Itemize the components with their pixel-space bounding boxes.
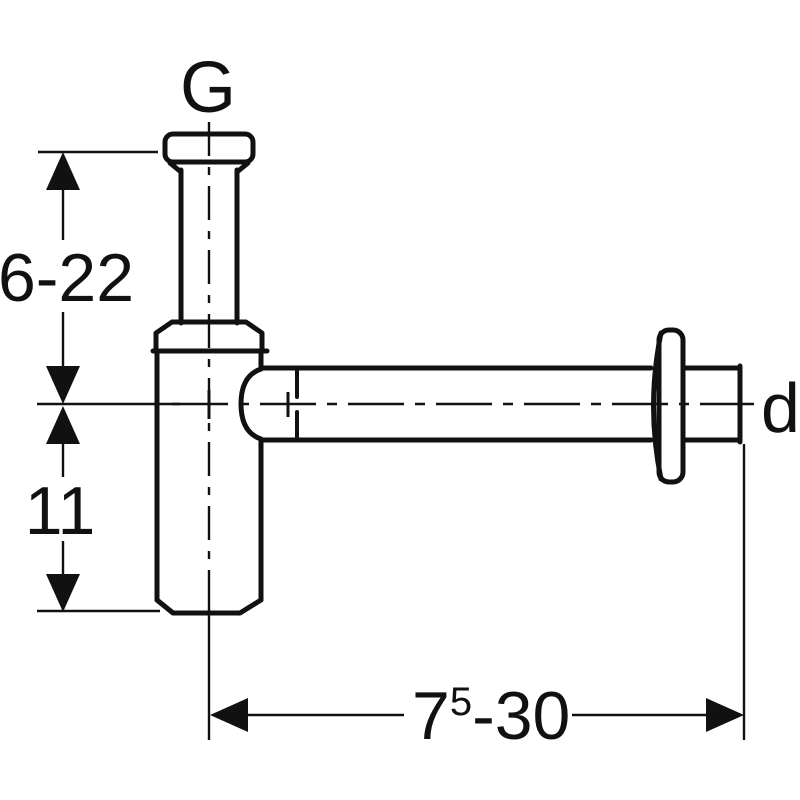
dimension-label-top-height: 6-22 xyxy=(0,240,134,316)
arrow-left-icon xyxy=(210,698,248,732)
arrow-up-icon xyxy=(46,406,80,444)
extension-lines xyxy=(37,150,746,740)
dimension-label-superscript: 5 xyxy=(450,680,472,724)
dimension-cup-depth: 11 xyxy=(25,406,96,612)
wall-rosette-rim xyxy=(651,330,664,482)
arrow-down-icon xyxy=(46,366,80,404)
dimension-label-main: 7 xyxy=(412,678,450,754)
cup-collar xyxy=(153,319,265,354)
elbow-bulge xyxy=(238,366,264,442)
dimension-top-height: 6-22 xyxy=(0,152,134,404)
arrow-down-icon xyxy=(46,574,80,612)
cup-bottom xyxy=(154,597,264,616)
dimension-outlet-length: 75-30 xyxy=(210,678,744,754)
wall-rosette-disc xyxy=(656,327,686,485)
dimension-label-rest: -30 xyxy=(472,678,570,754)
label-outlet-diameter: d xyxy=(761,369,800,447)
dimension-label-outlet-length: 75-30 xyxy=(412,678,570,754)
label-inlet-thread: G xyxy=(180,48,236,128)
trap-outline xyxy=(150,131,743,616)
arrow-right-icon xyxy=(706,698,744,732)
dimension-label-cup-depth: 11 xyxy=(25,473,96,549)
inlet-nut xyxy=(162,131,256,165)
arrow-up-icon xyxy=(46,152,80,190)
